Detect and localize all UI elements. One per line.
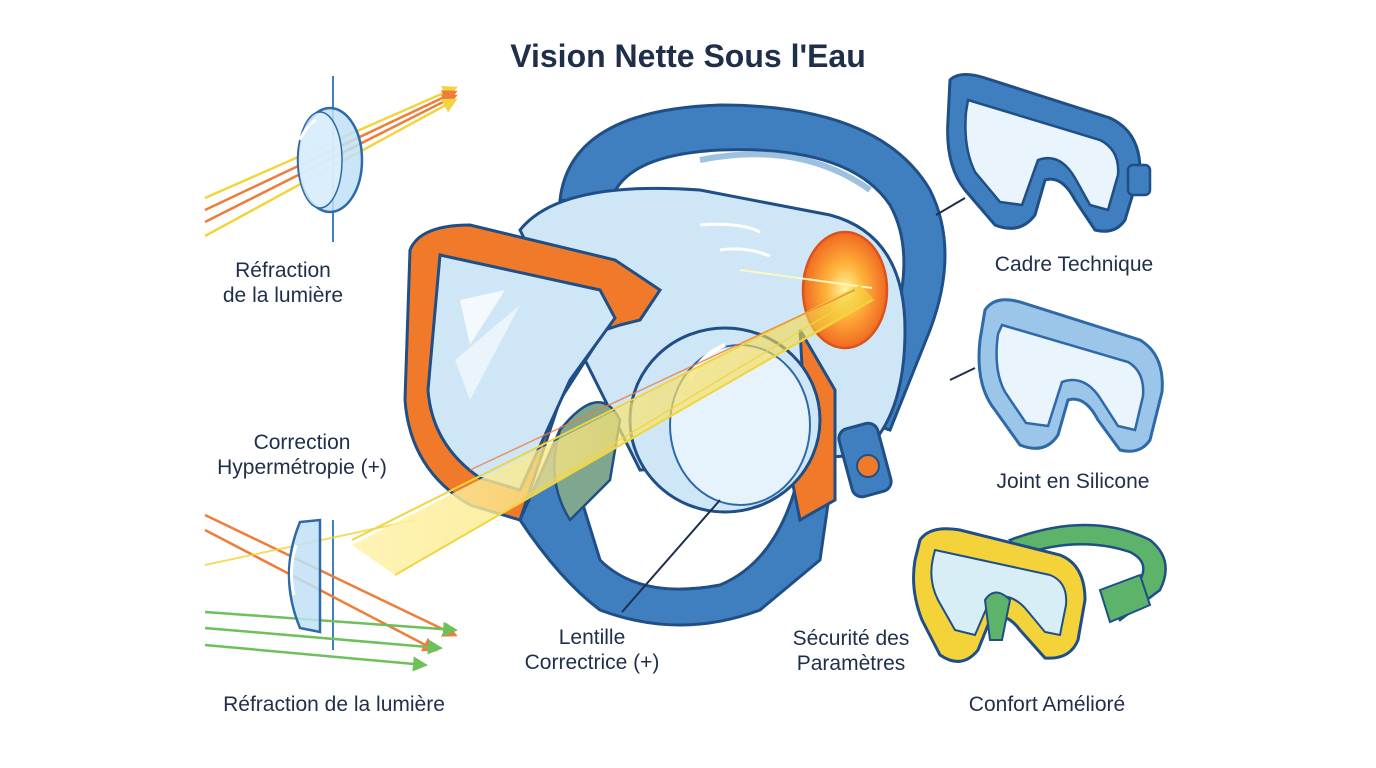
label-refraction-top: Réfraction de la lumière [212,258,354,308]
label-line: Réfraction de la lumière [223,693,445,716]
label-lentille: Lentille Correctrice (+) [506,625,678,675]
label-joint: Joint en Silicone [968,469,1178,494]
comfort-mask-icon [912,523,1167,663]
label-securite: Sécurité des Paramètres [772,626,930,676]
label-line: Paramètres [796,652,906,675]
label-line: Correctrice (+) [524,651,660,674]
label-line: de la lumière [222,284,344,307]
label-cadre: Cadre Technique [968,252,1180,277]
label-line: Réfraction [235,259,331,282]
silicone-seal-mask-icon [977,298,1164,453]
label-line: Lentille [558,626,626,649]
label-confort: Confort Amélioré [940,692,1154,717]
leader-lines [621,197,976,613]
convex-lens-icon [204,76,458,242]
label-line: Hypermétropie (+) [217,456,387,479]
plano-convex-lens-icon [204,513,458,672]
central-mask-illustration [351,103,947,627]
label-refraction-bottom: Réfraction de la lumière [196,692,472,717]
page-title: Vision Nette Sous l'Eau [510,38,866,74]
label-line: Joint en Silicone [996,470,1150,493]
label-line: Sécurité des [792,627,910,650]
label-line: Cadre Technique [994,253,1154,276]
label-line: Confort Amélioré [968,693,1126,716]
label-line: Correction [253,431,351,454]
technical-frame-mask-icon [946,73,1152,233]
label-correction: Correction Hypermétropie (+) [198,430,406,480]
